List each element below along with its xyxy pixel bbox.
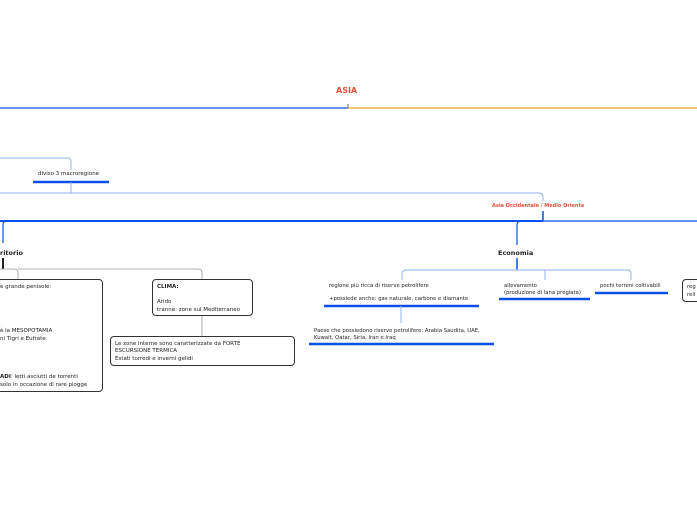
text-line: è la MESOPOTAMIA bbox=[0, 328, 53, 334]
node-asia-occidentale[interactable]: Asia Occidentale / Medio Oriente bbox=[492, 203, 585, 209]
text: : letti asciutti de torrenti bbox=[10, 374, 78, 380]
text-line: e grande penisole: bbox=[0, 284, 52, 290]
node-territorio[interactable]: ritorio bbox=[0, 249, 23, 257]
node-economia[interactable]: Economia bbox=[498, 249, 534, 257]
node-paesi-line2[interactable]: Kuwait, Qatar, Siria, Iran e Iraq bbox=[314, 335, 396, 341]
clima-title: CLIMA: bbox=[157, 284, 179, 290]
territorio-box[interactable]: e grande penisole: è la MESOPOTAMIA ni T… bbox=[0, 279, 103, 392]
text-line: ni Tigri e Eufrate bbox=[0, 336, 46, 342]
text-line: reg bbox=[687, 284, 696, 290]
clima-box[interactable]: CLIMA: Arido tranne: zone sul Mediterran… bbox=[152, 279, 253, 316]
node-terreni[interactable]: pochi terreni coltivabili bbox=[600, 283, 661, 289]
text-line: Le zone interne sono caratterizzate da F… bbox=[115, 341, 241, 347]
node-allevamento-line1[interactable]: allevamento bbox=[504, 283, 537, 289]
text-line: reli bbox=[687, 292, 696, 298]
text-line: solo in occazione di rare piogge bbox=[0, 382, 88, 388]
node-allevamento-line2[interactable]: (produzione di lana pregiata) bbox=[504, 290, 581, 296]
root-title[interactable]: ASIA bbox=[336, 86, 358, 95]
node-petrolio-line2[interactable]: +possiede anche: gas naturale, carbone e… bbox=[329, 296, 469, 302]
right-box[interactable]: reg reli bbox=[682, 279, 697, 302]
text-line: Arido bbox=[157, 299, 172, 305]
text-line: ESCURSIONE TERMICA bbox=[115, 348, 178, 354]
node-paesi-line1[interactable]: Paese che possiedono riserve petrolifere… bbox=[314, 328, 480, 334]
zone-interne-box[interactable]: Le zone interne sono caratterizzate da F… bbox=[110, 336, 295, 366]
text-line: ADI: letti asciutti de torrenti bbox=[0, 373, 78, 381]
bold-text: ADI bbox=[0, 374, 11, 380]
node-diviso[interactable]: diviso 3 macroregione bbox=[38, 171, 100, 177]
text-line: Estati torredi e inverni gelidi bbox=[115, 356, 193, 362]
text-line: tranne: zone sul Mediterraneo bbox=[157, 307, 240, 313]
node-petrolio-line1[interactable]: regione più ricca di riserve petrolifere bbox=[329, 283, 429, 289]
